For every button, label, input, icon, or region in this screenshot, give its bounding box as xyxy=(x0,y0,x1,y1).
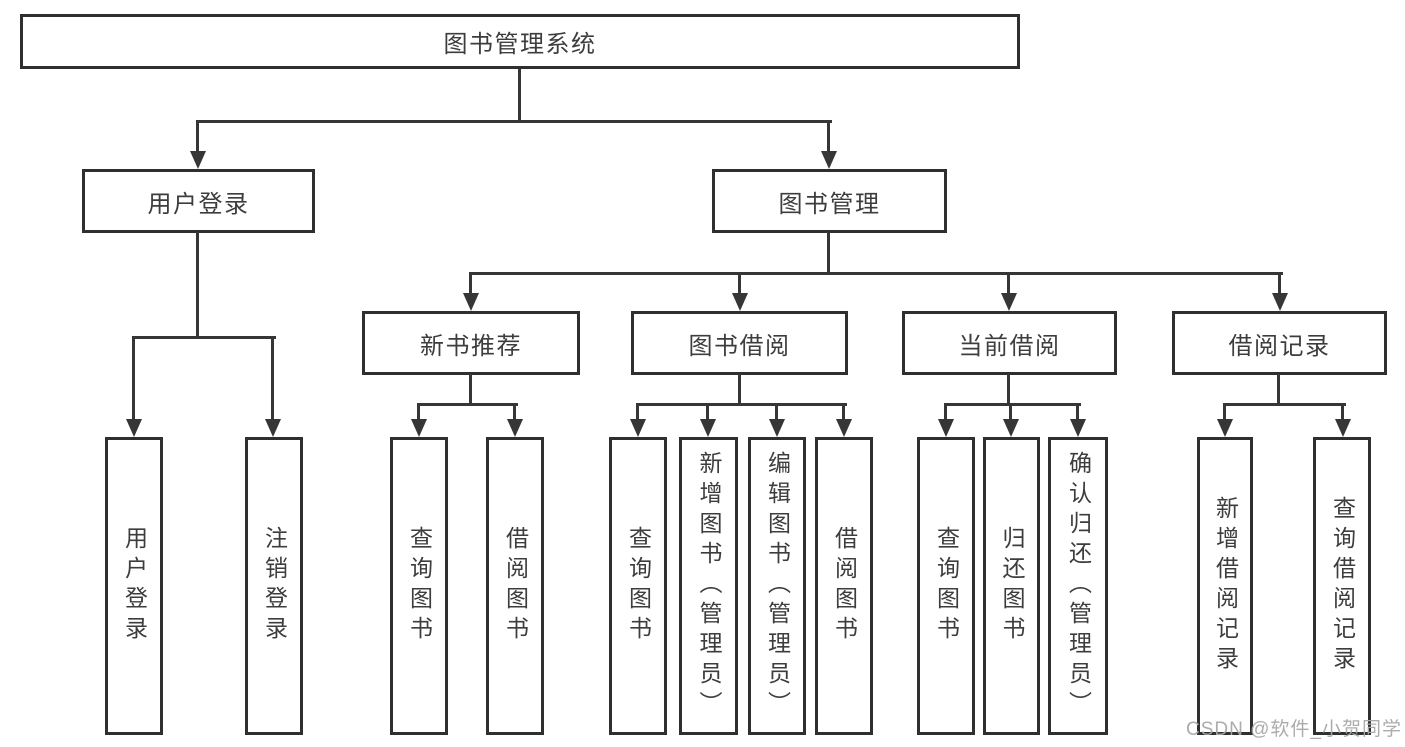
connector-level2-hline xyxy=(469,272,1283,275)
leaf-borrow-borrow-books: 借阅图书 xyxy=(815,437,873,735)
connector-stem-user-leaf2 xyxy=(271,336,274,421)
node-book-borrow: 图书借阅 xyxy=(631,311,848,375)
arrow-down-icon xyxy=(1272,293,1288,311)
connector-stem xyxy=(775,403,778,423)
connector-stem xyxy=(513,403,516,423)
arrow-down-icon xyxy=(507,419,523,437)
node-book-management: 图书管理 xyxy=(712,169,947,233)
leaf-current-confirm-return-admin: 确认归还（管理员） xyxy=(1048,437,1108,735)
arrow-down-icon xyxy=(700,419,716,437)
node-current-borrow: 当前借阅 xyxy=(902,311,1117,375)
connector-current-vline xyxy=(1007,374,1010,404)
arrow-down-icon xyxy=(1335,419,1351,437)
node-borrow-records: 借阅记录 xyxy=(1172,311,1387,375)
connector-newbook-hline xyxy=(417,403,518,406)
arrow-down-icon xyxy=(630,419,646,437)
leaf-current-query-books: 查询图书 xyxy=(917,437,975,735)
connector-stem-current-borrow xyxy=(1007,272,1010,297)
connector-bookborrow-vline xyxy=(738,374,741,404)
connector-stem xyxy=(1076,403,1079,423)
connector-stem-new-book xyxy=(469,272,472,297)
connector-book-vline xyxy=(827,232,830,273)
arrow-down-icon xyxy=(265,419,281,437)
arrow-down-icon xyxy=(732,293,748,311)
leaf-borrow-add-books-admin: 新增图书（管理员） xyxy=(679,437,738,735)
connector-stem xyxy=(1341,403,1344,423)
arrow-down-icon xyxy=(769,419,785,437)
connector-stem xyxy=(1223,403,1226,423)
arrow-down-icon xyxy=(938,419,954,437)
connector-stem-user-login xyxy=(196,120,199,155)
connector-records-hline xyxy=(1223,403,1346,406)
arrow-down-icon xyxy=(821,151,837,169)
node-user-login: 用户登录 xyxy=(82,169,315,233)
leaf-records-query-record: 查询借阅记录 xyxy=(1313,437,1371,735)
connector-user-vline xyxy=(196,232,199,337)
arrow-down-icon xyxy=(190,151,206,169)
connector-stem xyxy=(944,403,947,423)
connector-records-vline xyxy=(1277,374,1280,404)
arrow-down-icon xyxy=(126,419,142,437)
arrow-down-icon xyxy=(1001,293,1017,311)
arrow-down-icon xyxy=(1070,419,1086,437)
leaf-borrow-query-books: 查询图书 xyxy=(609,437,667,735)
connector-stem-book-borrow xyxy=(738,272,741,297)
leaf-borrow-edit-books-admin: 编辑图书（管理员） xyxy=(748,437,806,735)
connector-user-hline xyxy=(132,336,276,339)
node-new-book-recommend: 新书推荐 xyxy=(362,311,580,375)
leaf-current-return-books: 归还图书 xyxy=(983,437,1040,735)
leaf-newbook-borrow-books: 借阅图书 xyxy=(486,437,544,735)
arrow-down-icon xyxy=(411,419,427,437)
connector-stem-user-leaf1 xyxy=(132,336,135,421)
arrow-down-icon xyxy=(836,419,852,437)
connector-current-hline xyxy=(944,403,1081,406)
connector-level1-hline xyxy=(196,120,832,123)
node-root: 图书管理系统 xyxy=(20,14,1020,69)
connector-stem xyxy=(1009,403,1012,423)
connector-bookborrow-hline xyxy=(636,403,847,406)
leaf-logout: 注销登录 xyxy=(245,437,303,735)
leaf-records-add-record: 新增借阅记录 xyxy=(1197,437,1253,735)
connector-stem xyxy=(842,403,845,423)
connector-stem xyxy=(636,403,639,423)
connector-stem-borrow-records xyxy=(1278,272,1281,297)
connector-root-vline xyxy=(518,69,521,122)
connector-stem xyxy=(417,403,420,423)
connector-newbook-vline xyxy=(469,374,472,404)
connector-stem-book-management xyxy=(827,120,830,155)
arrow-down-icon xyxy=(463,293,479,311)
leaf-newbook-query-books: 查询图书 xyxy=(390,437,448,735)
leaf-user-login: 用户登录 xyxy=(105,437,163,735)
connector-stem xyxy=(706,403,709,423)
arrow-down-icon xyxy=(1217,419,1233,437)
arrow-down-icon xyxy=(1003,419,1019,437)
csdn-watermark: CSDN @软件_小贺同学 xyxy=(1186,719,1402,740)
